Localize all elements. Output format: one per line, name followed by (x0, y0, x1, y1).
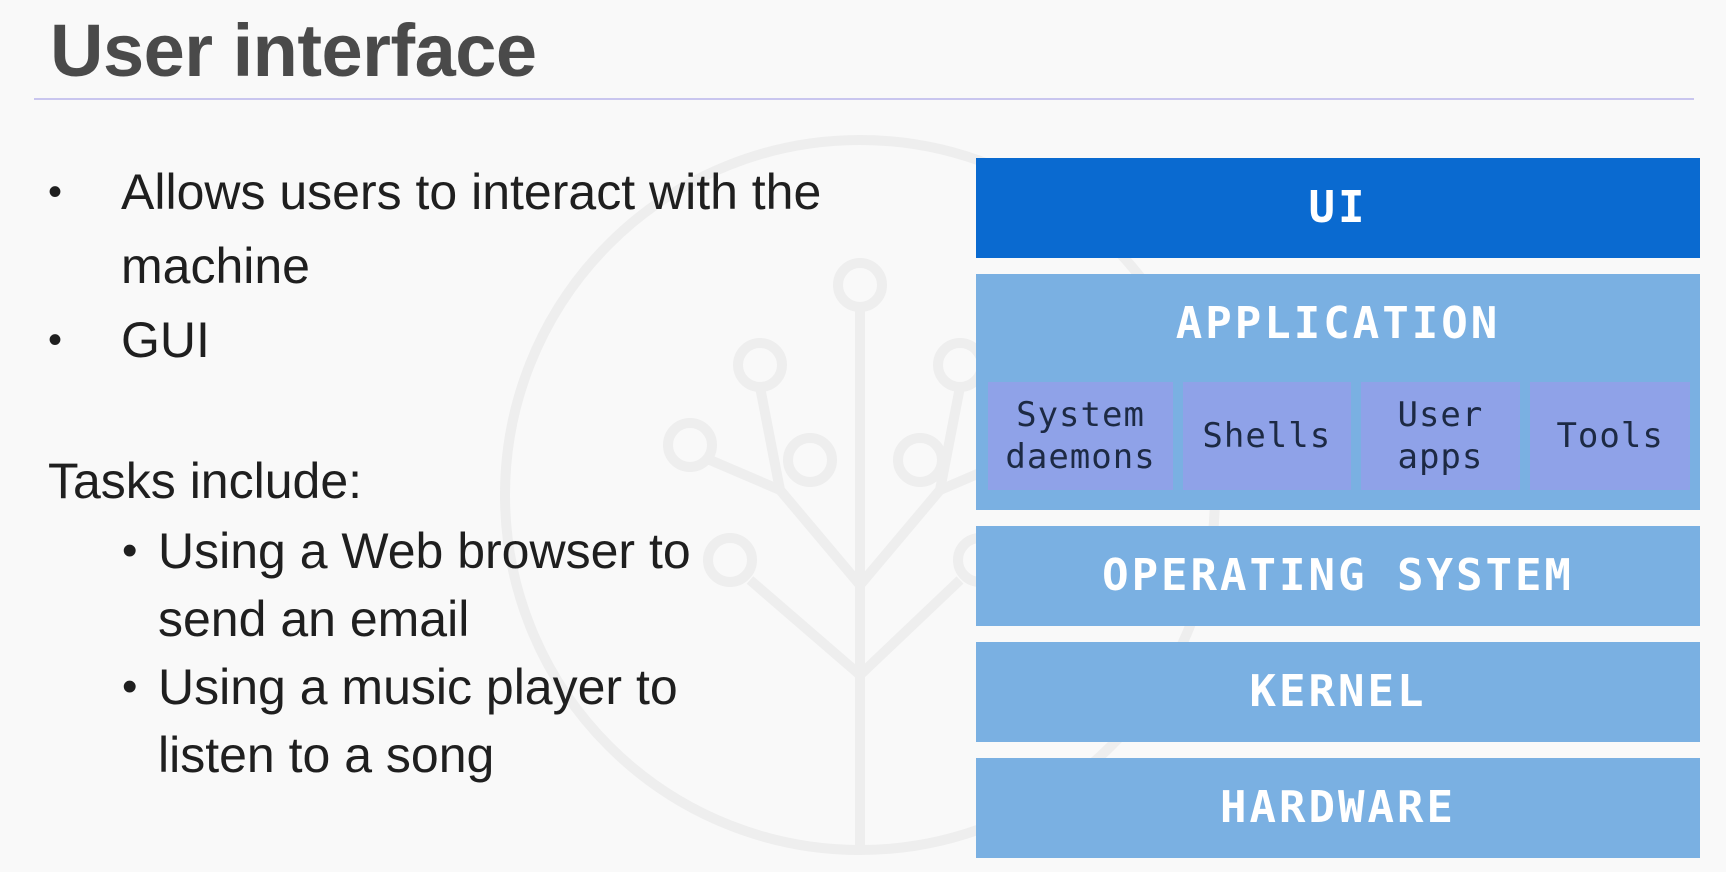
tasks-heading: Tasks include: (48, 453, 363, 509)
component-shells: Shells (1183, 382, 1351, 490)
component-user-apps: User apps (1360, 382, 1521, 490)
bullet-item: GUI (48, 303, 908, 377)
component-system-daemons: System daemons (988, 382, 1174, 490)
task-item: Using a music player to listen to a song (122, 653, 798, 789)
layer-application: APPLICATION System daemons Shells User a… (976, 274, 1700, 510)
layer-stack-diagram: UI APPLICATION System daemons Shells Use… (976, 158, 1700, 858)
component-tools: Tools (1530, 382, 1690, 490)
task-list: Using a Web browser to send an email Usi… (48, 517, 908, 789)
task-item: Using a Web browser to send an email (122, 517, 798, 653)
layer-hardware: HARDWARE (976, 758, 1700, 858)
bullet-list: Allows users to interact with the machin… (48, 155, 908, 377)
layer-ui: UI (976, 158, 1700, 258)
layer-kernel: KERNEL (976, 642, 1700, 742)
application-components: System daemons Shells User apps Tools (988, 382, 1690, 490)
content-left: Allows users to interact with the machin… (48, 155, 908, 789)
bullet-item: Allows users to interact with the machin… (48, 155, 908, 303)
layer-operating-system: OPERATING SYSTEM (976, 526, 1700, 626)
title-divider (34, 98, 1694, 100)
layer-application-label: APPLICATION (1175, 298, 1501, 349)
slide-title: User interface (50, 9, 537, 92)
